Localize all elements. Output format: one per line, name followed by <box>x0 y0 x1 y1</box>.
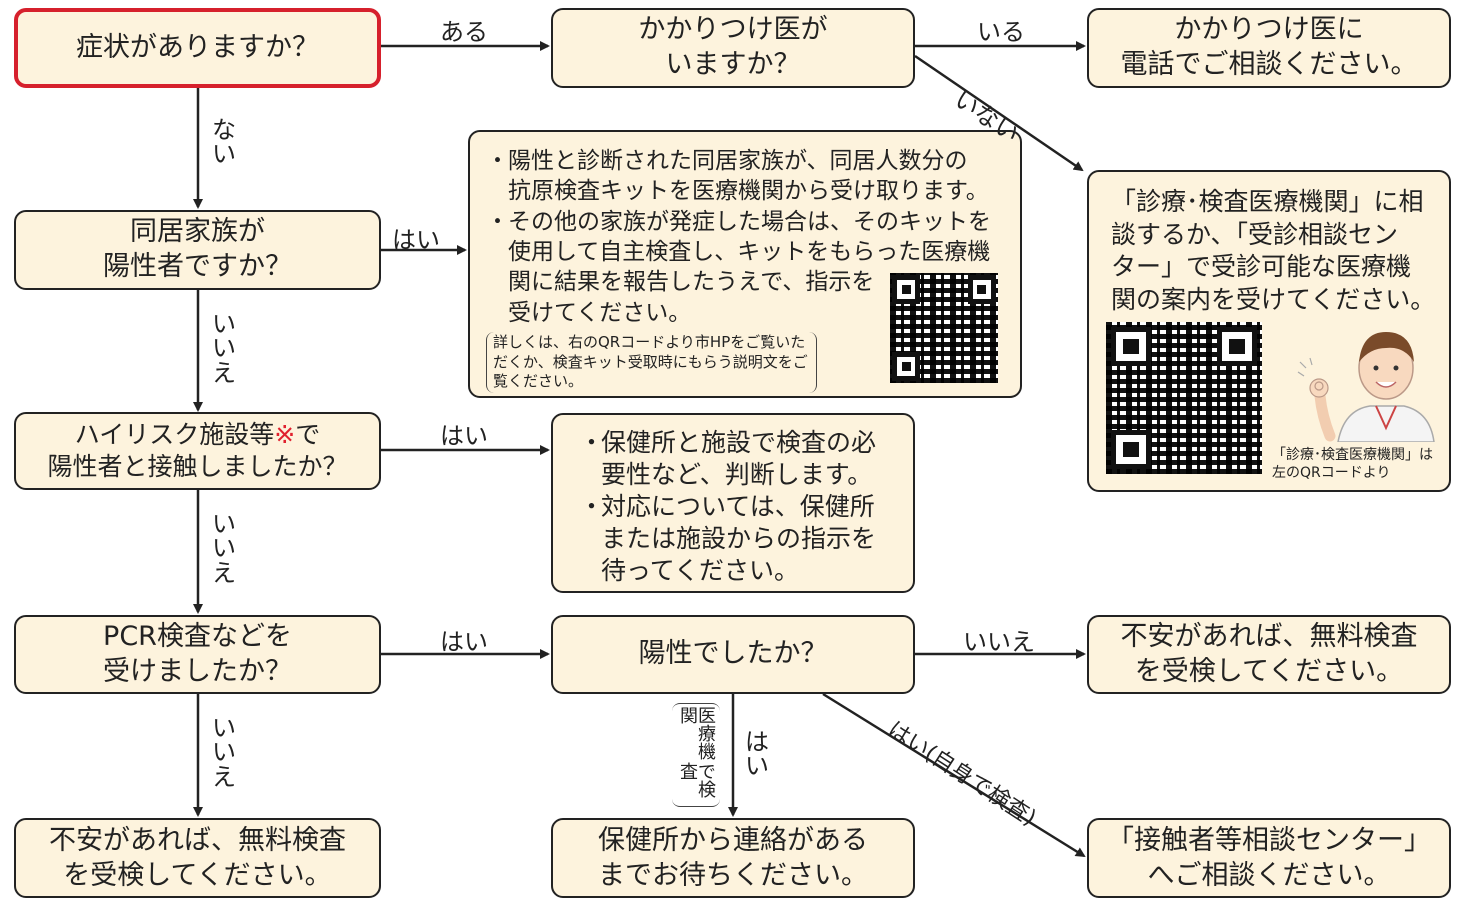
question-household-line2: 陽性者ですか？ <box>103 251 292 282</box>
info-household-bullet-2: ・ その他の家族が発症した場合は、そのキットを 使用して自主検査し、キットをもら… <box>486 207 991 328</box>
edge-label-iie-positive: いいえ <box>963 628 1035 656</box>
doctor-illustration-icon <box>1297 332 1435 442</box>
answer-clinic-line4: 関の案内を受けてください。 <box>1111 284 1436 314</box>
question-pcr-test: PCR検査などを 受けましたか？ <box>14 615 381 694</box>
answer-call-doctor-line2: 電話でご相談ください。 <box>1120 49 1418 80</box>
info-household-note-line1: 詳しくは、右のQRコードより市HPをご覧いた <box>493 333 806 352</box>
edge-label-iie-pcr: いいえ <box>212 714 236 791</box>
answer-wait-health-center: 保健所から連絡がある までお待ちください。 <box>551 818 915 898</box>
question-high-risk-line1: ハイリスク施設等※で <box>74 420 321 449</box>
answer-free-test-left: 不安があれば、無料検査 を受検してください。 <box>14 818 381 898</box>
question-pcr-line1: PCR検査などを <box>103 620 292 652</box>
edge-label-iru: いる <box>977 18 1025 46</box>
info-household-note: 詳しくは、右のQRコードより市HPをご覧いた だくか、検査キット受取時にもらう説… <box>486 332 817 393</box>
answer-free-test-right-line2: を受検してください。 <box>1134 655 1404 687</box>
answer-call-doctor: かかりつけ医に 電話でご相談ください。 <box>1087 8 1451 88</box>
qr-code-icon[interactable] <box>1106 322 1262 474</box>
arrow-doctor-to-clinic <box>914 54 1084 172</box>
answer-call-doctor-line1: かかりつけ医に <box>1174 14 1364 46</box>
info-household-note-line3: 覧ください。 <box>493 372 584 391</box>
qr-code-icon[interactable] <box>890 273 998 383</box>
answer-clinic-line1: 「診療･検査医療機関」に相 <box>1111 187 1424 216</box>
info-household-b1-line1: 陽性と診断された同居家族が、同居人数分の <box>508 148 968 174</box>
edge-label-hai-pcr: はい <box>440 628 488 656</box>
edge-label-aru: ある <box>440 18 488 46</box>
clinic-qr-caption-line2: 左のQRコードより <box>1272 465 1391 482</box>
medical-test-note-line1: 医療機関 <box>677 706 716 760</box>
info-high-risk-b2-line1: 対応については、保健所 <box>601 492 875 521</box>
question-positive-text: 陽性でしたか？ <box>638 638 828 670</box>
question-household-positive: 同居家族が 陽性者ですか？ <box>14 210 381 290</box>
info-household-bullet-1: ・ 陽性と診断された同居家族が、同居人数分の 抗原検査キットを医療機関から受け取… <box>486 146 989 207</box>
info-household-b2-line2: 使用して自主検査し、キットをもらった医療機 <box>508 239 991 266</box>
answer-clinic-line3: ター」で受診可能な医療機 <box>1111 252 1412 281</box>
edge-label-iie-household: いいえ <box>212 310 236 387</box>
answer-clinic-line2: 談するか、「受診相談セン <box>1111 219 1399 249</box>
arrow-positive-to-contact-center <box>822 692 1086 858</box>
question-household-line1: 同居家族が <box>130 216 265 248</box>
edge-label-hai-positive: はい <box>745 728 769 781</box>
info-high-risk-bullet-1: ・ 保健所と施設で検査の必 要性など、判断します。 <box>579 428 877 489</box>
info-household-b2-line4: 受けてください。 <box>508 299 692 326</box>
answer-free-test-right: 不安があれば、無料検査 を受検してください。 <box>1087 615 1451 694</box>
medical-test-note: 医療機関 で検査 <box>672 703 720 807</box>
answer-contact-center-line2: へご相談ください。 <box>1147 859 1391 891</box>
question-family-doctor-line2: いますか？ <box>665 49 801 80</box>
clinic-qr-caption: 「診療･検査医療機関」は 左のQRコードより <box>1272 446 1433 482</box>
info-household-note-line2: だくか、検査キット受取時にもらう説明文をご <box>493 352 808 371</box>
question-pcr-line2: 受けましたか？ <box>103 655 292 687</box>
question-high-risk-contact: ハイリスク施設等※で 陽性者と接触しましたか？ <box>14 412 381 490</box>
info-household-test-kit: ・ 陽性と診断された同居家族が、同居人数分の 抗原検査キットを医療機関から受け取… <box>468 130 1022 398</box>
info-high-risk: ・ 保健所と施設で検査の必 要性など、判断します。 ・ 対応については、保健所 … <box>551 413 915 593</box>
question-high-risk-line2: 陽性者と接触しましたか？ <box>47 452 348 481</box>
answer-wait-line1: 保健所から連絡がある <box>598 825 868 856</box>
info-high-risk-b2-line2: または施設からの指示を <box>601 524 877 553</box>
edge-label-nai: ない <box>212 116 236 169</box>
medical-test-note-line2: で検査 <box>677 762 716 798</box>
question-family-doctor: かかりつけ医が いますか？ <box>551 8 915 88</box>
answer-free-test-left-line2: を受検してください。 <box>63 859 332 891</box>
info-high-risk-b2-line3: 待ってください。 <box>601 556 800 585</box>
answer-wait-line2: までお待ちください。 <box>598 859 868 891</box>
answer-contact-center-line1: 「接触者等相談センター」 <box>1107 825 1431 856</box>
edge-label-hai-highrisk: はい <box>440 422 488 450</box>
clinic-qr-caption-line1: 「診療･検査医療機関」は <box>1272 447 1433 463</box>
answer-contact-center: 「接触者等相談センター」 へご相談ください。 <box>1087 818 1451 898</box>
question-family-doctor-line1: かかりつけ医が <box>638 14 828 46</box>
info-household-b1-line2: 抗原検査キットを医療機関から受け取ります。 <box>508 178 989 205</box>
info-high-risk-b1-line1: 保健所と施設で検査の必 <box>601 428 877 457</box>
answer-free-test-right-line1: 不安があれば、無料検査 <box>1120 620 1418 652</box>
question-symptoms-text: 症状がありますか？ <box>76 31 319 63</box>
info-household-b2-line1: その他の家族が発症した場合は、そのキットを <box>508 208 991 235</box>
info-high-risk-b1-line2: 要性など、判断します。 <box>601 460 873 489</box>
question-symptoms: 症状がありますか？ <box>14 8 381 88</box>
answer-free-test-left-line1: 不安があれば、無料検査 <box>49 825 346 856</box>
question-tested-positive: 陽性でしたか？ <box>551 615 915 694</box>
edge-label-hai-household: はい <box>392 226 440 254</box>
info-household-b2-line3: 関に結果を報告したうえで、指示を <box>508 269 875 296</box>
edge-label-iie-highrisk: いいえ <box>212 510 236 587</box>
info-high-risk-bullet-2: ・ 対応については、保健所 または施設からの指示を 待ってください。 <box>579 492 877 585</box>
asterisk-mark: ※ <box>274 420 296 449</box>
